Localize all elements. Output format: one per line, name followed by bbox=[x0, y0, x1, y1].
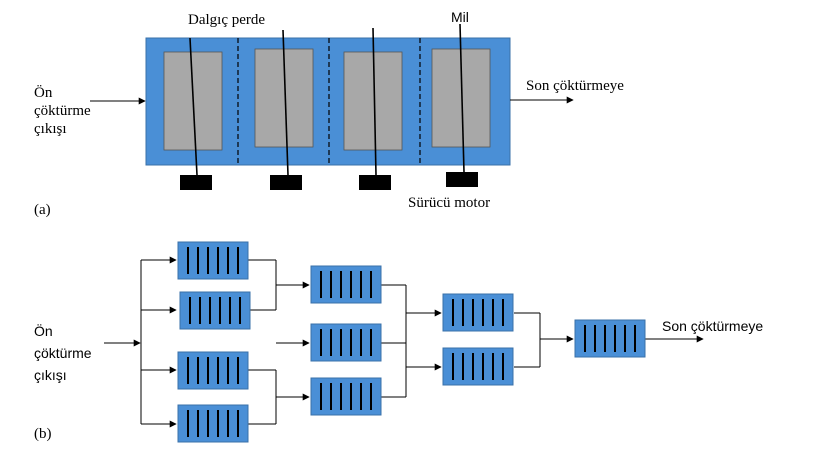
drive-motor-2 bbox=[270, 175, 302, 190]
rotor-disc-3 bbox=[343, 51, 403, 151]
rbc-unit-stage-2-3 bbox=[310, 377, 382, 416]
stage-1-manifold bbox=[140, 256, 177, 428]
input-label-a-line-3: çıkışı bbox=[34, 121, 67, 137]
baffle-label: Dalgıç perde bbox=[188, 12, 265, 28]
drive-motor-1 bbox=[180, 175, 212, 190]
rbc-units bbox=[177, 241, 646, 443]
rbc-unit-box bbox=[442, 293, 514, 332]
panel-b-label: (b) bbox=[34, 426, 52, 442]
rbc-unit-stage-1-4 bbox=[177, 404, 249, 443]
panel-a-label: (a) bbox=[34, 202, 51, 218]
input-label-a-line-2: çöktürme bbox=[34, 103, 91, 119]
shaft-label: Mil bbox=[451, 9, 469, 25]
input-label-a: Ön çöktürme çıkışı bbox=[34, 84, 94, 137]
rbc-unit-stage-1-2 bbox=[179, 291, 251, 330]
drive-motor-3 bbox=[359, 175, 391, 190]
rbc-unit-box bbox=[310, 377, 382, 416]
shaft-4 bbox=[459, 23, 465, 173]
shaft-2 bbox=[282, 29, 289, 176]
panel-a: Dalgıç perde Mil Sürücü motor (a) Ön çök… bbox=[34, 9, 624, 218]
output-label-b: Son çöktürmeye bbox=[662, 318, 763, 334]
drive-motor-4 bbox=[446, 172, 478, 187]
rbc-unit-box bbox=[177, 351, 249, 390]
rbc-unit-box bbox=[310, 323, 382, 362]
rbc-unit-box bbox=[574, 319, 646, 358]
stage-3-to-4-connectors bbox=[514, 312, 574, 368]
input-label-b-line-3: çıkışı bbox=[34, 367, 67, 383]
rbc-unit-box bbox=[310, 265, 382, 304]
rbc-unit-box bbox=[179, 291, 251, 330]
rbc-unit-box bbox=[177, 404, 249, 443]
stage-2-to-3-connectors bbox=[381, 284, 442, 398]
rbc-unit-stage-1-3 bbox=[177, 351, 249, 390]
input-label-a-line-1: Ön bbox=[34, 84, 53, 101]
rbc-unit-stage-4-1 bbox=[574, 319, 646, 358]
rbc-unit-box bbox=[442, 347, 514, 386]
input-label-b-line-1: Ön bbox=[34, 322, 53, 339]
input-label-b: Ön çöktürme çıkışı bbox=[34, 322, 95, 383]
shaft-1 bbox=[189, 37, 198, 176]
rbc-unit-stage-1-1 bbox=[177, 241, 249, 280]
stage-1-to-2-connectors bbox=[248, 259, 310, 425]
panel-b: (b) Ön çöktürme çıkışı bbox=[34, 241, 763, 443]
motor-label: Sürücü motor bbox=[408, 195, 490, 211]
rbc-unit-stage-3-2 bbox=[442, 347, 514, 386]
shaft-3 bbox=[372, 27, 377, 176]
input-label-b-line-2: çöktürme bbox=[34, 345, 92, 361]
rbc-unit-stage-3-1 bbox=[442, 293, 514, 332]
rbc-unit-box bbox=[177, 241, 249, 280]
output-label-a: Son çöktürmeye bbox=[526, 78, 624, 94]
rbc-unit-stage-2-2 bbox=[310, 323, 382, 362]
rbc-unit-stage-2-1 bbox=[310, 265, 382, 304]
